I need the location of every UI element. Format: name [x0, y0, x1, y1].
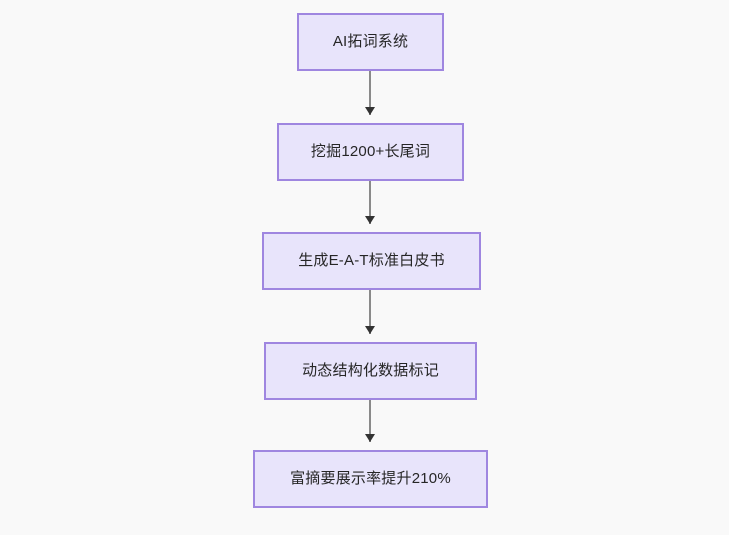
flow-connector-2-line	[369, 181, 371, 224]
flow-node-5[interactable]: 富摘要展示率提升210%	[253, 450, 488, 508]
flow-node-1-label: AI拓词系统	[332, 33, 409, 50]
arrow-down-icon-4	[365, 434, 375, 442]
flow-node-4[interactable]: 动态结构化数据标记	[264, 342, 477, 400]
arrow-down-icon-2	[365, 216, 375, 224]
flow-node-3[interactable]: 生成E-A-T标准白皮书	[262, 232, 481, 290]
flow-node-4-label: 动态结构化数据标记	[302, 362, 439, 379]
arrow-down-icon-1	[365, 107, 375, 115]
flow-connector-1-line	[369, 71, 371, 115]
arrow-down-icon-3	[365, 326, 375, 334]
flow-node-1[interactable]: AI拓词系统	[297, 13, 444, 71]
flow-connector-4-line	[369, 400, 371, 442]
flow-node-2-label: 挖掘1200+长尾词	[310, 143, 431, 160]
flow-node-2[interactable]: 挖掘1200+长尾词	[277, 123, 464, 181]
flow-connector-3-line	[369, 290, 371, 334]
flow-node-3-label: 生成E-A-T标准白皮书	[298, 252, 445, 269]
flow-node-5-label: 富摘要展示率提升210%	[290, 470, 451, 487]
